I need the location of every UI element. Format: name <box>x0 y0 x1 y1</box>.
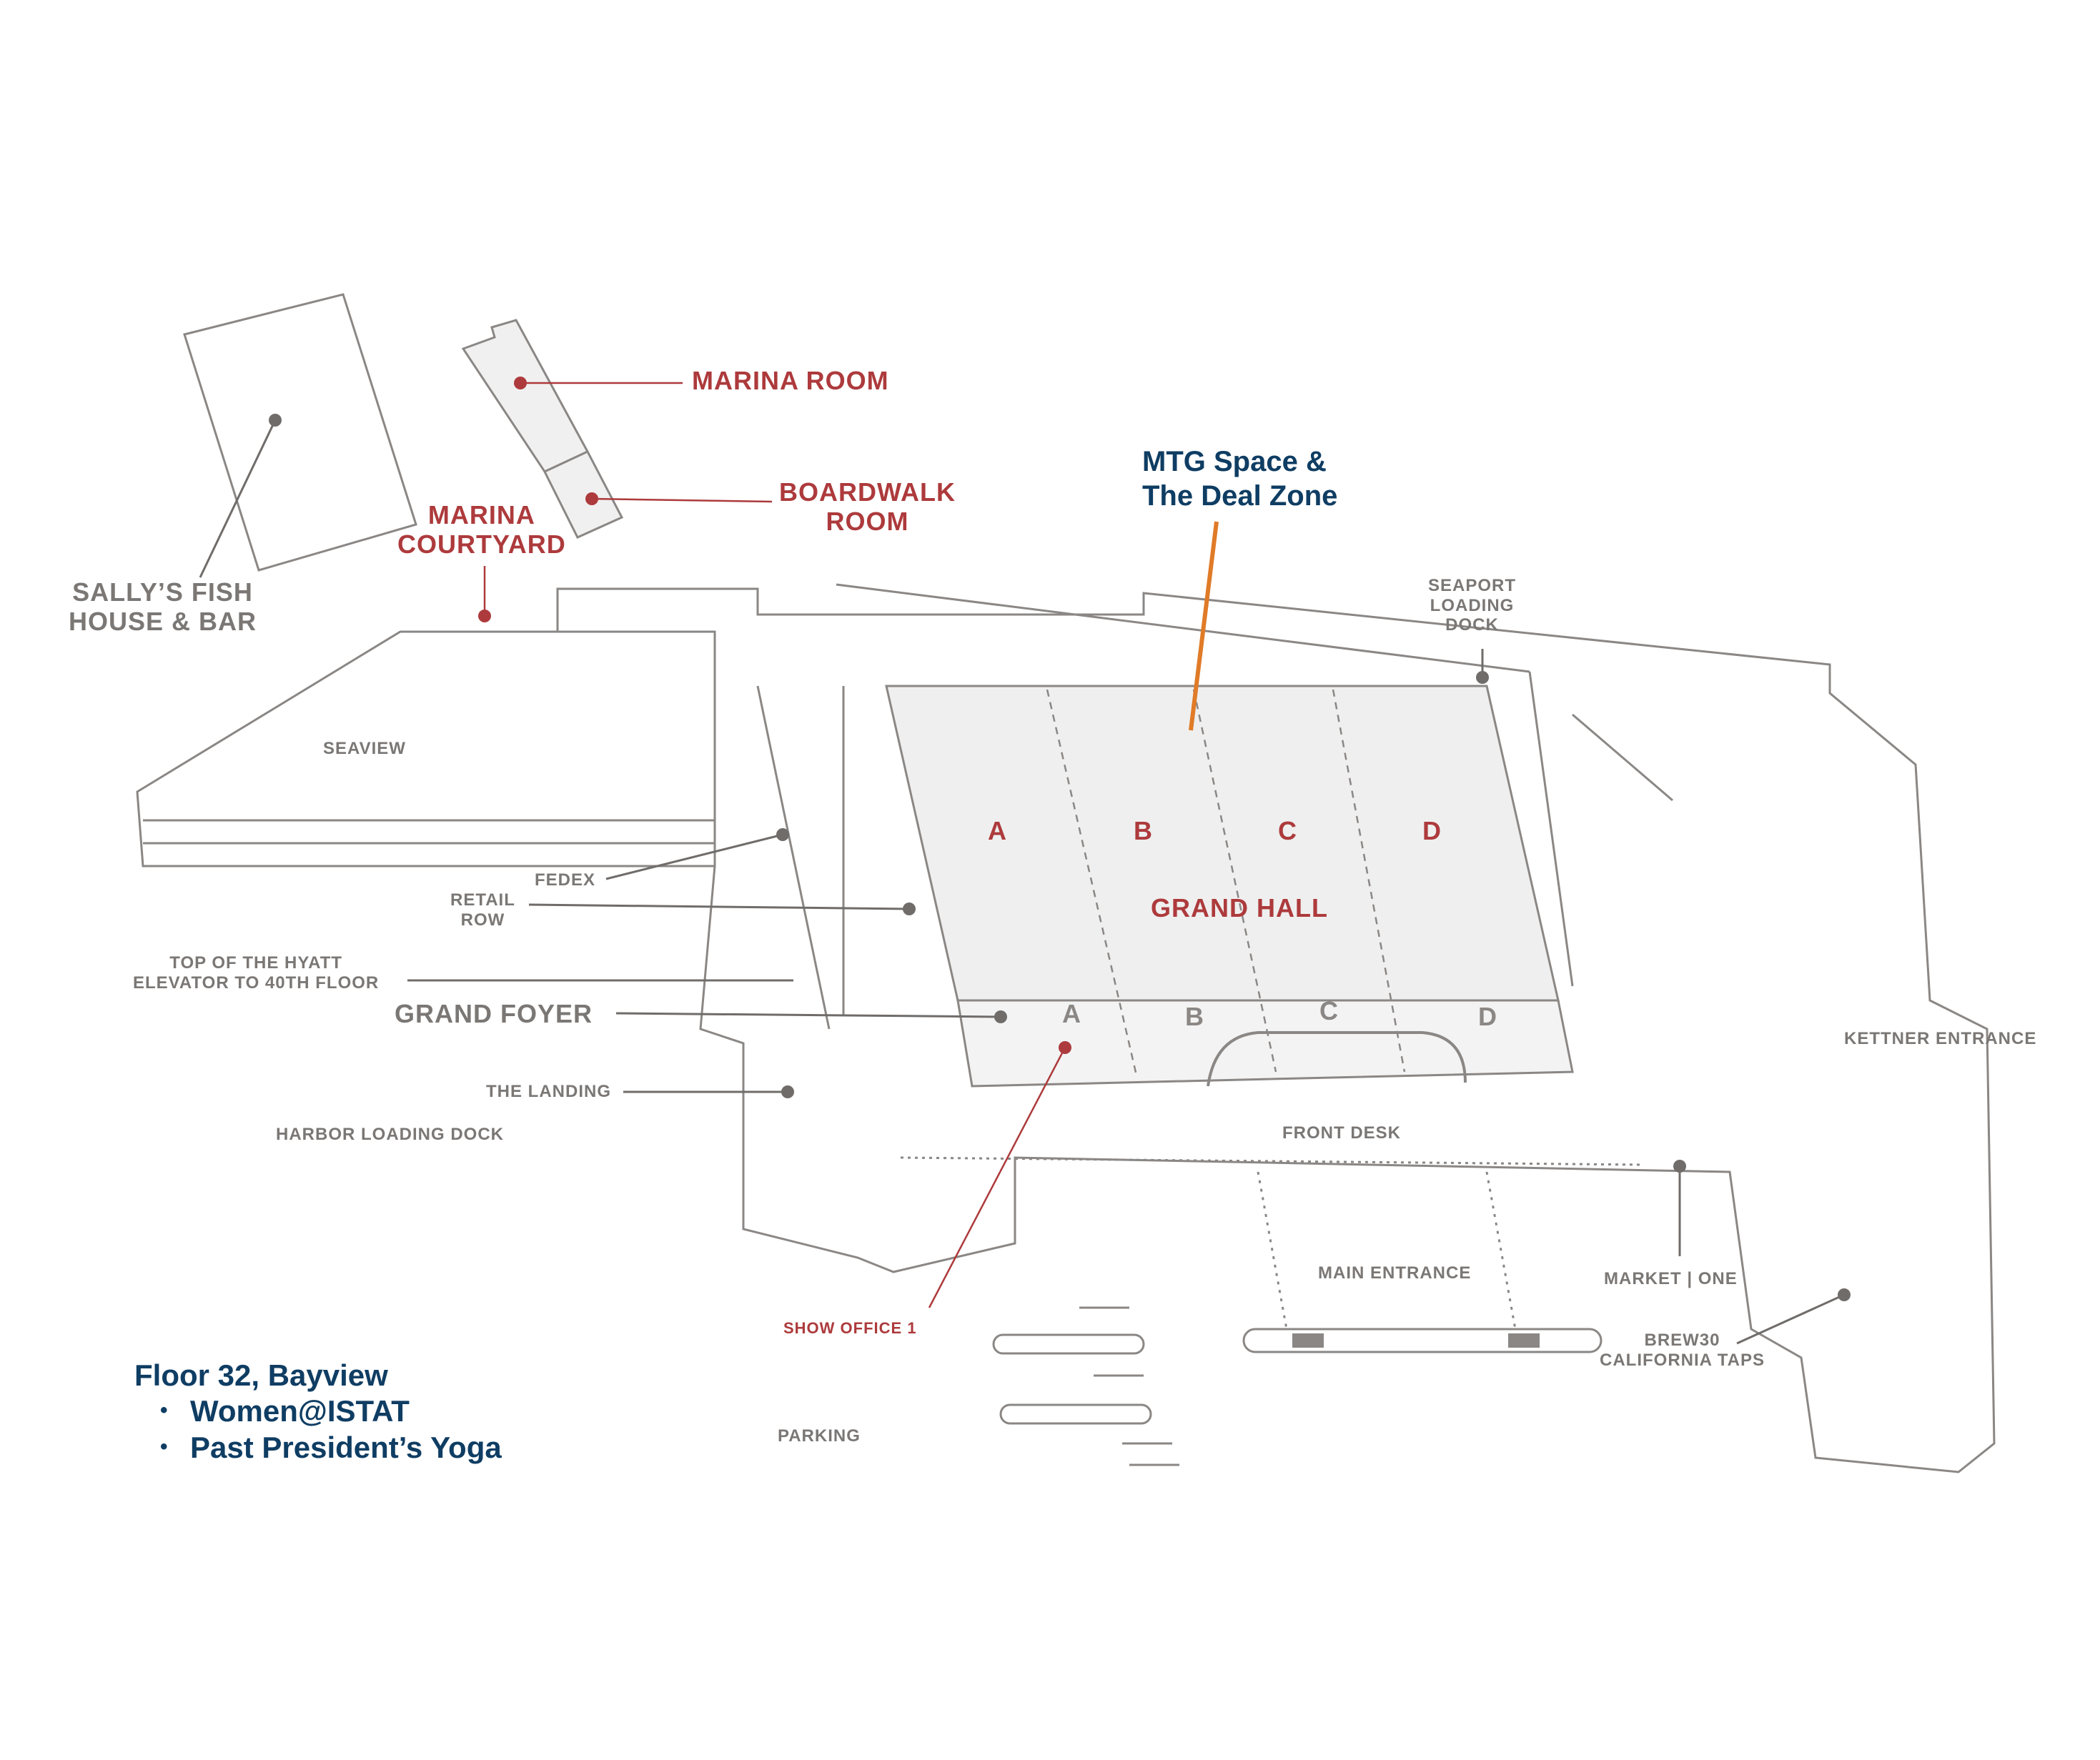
marina-courtyard-label[interactable]: MARINA COURTYARD <box>397 500 566 560</box>
retail-row-label[interactable]: RETAIL ROW <box>450 890 515 930</box>
boardwalk-room-label-line-2: ROOM <box>826 507 909 537</box>
marina-courtyard-label-line-2: COURTYARD <box>397 530 566 560</box>
grand-hall-label[interactable]: GRAND HALL <box>1151 893 1328 923</box>
main-building-outline <box>400 587 1996 1473</box>
sallys-label-line-2: HOUSE & BAR <box>69 607 257 637</box>
marina-courtyard-label-line-1: MARINA <box>427 500 535 530</box>
the-landing-label[interactable]: THE LANDING <box>486 1082 611 1101</box>
grand-foyer-strip <box>956 999 1574 1088</box>
foyer-section-c[interactable]: C <box>1319 996 1338 1025</box>
main-entrance-label[interactable]: MAIN ENTRANCE <box>1318 1263 1472 1283</box>
show-office-label[interactable]: SHOW OFFICE 1 <box>783 1319 917 1337</box>
marina-room-label[interactable]: MARINA ROOM <box>692 366 889 395</box>
callout-line-2: The Deal Zone <box>1142 480 1338 512</box>
retail-row-label-line-1: RETAIL <box>450 890 515 910</box>
sallys-dot <box>269 414 282 427</box>
kettner-entrance-label[interactable]: KETTNER ENTRANCE <box>1844 1029 2037 1048</box>
top-of-hyatt-label[interactable]: TOP OF THE HYATT ELEVATOR TO 40TH FLOOR <box>133 953 379 993</box>
notes-item: Women@ISTAT <box>160 1393 502 1429</box>
market-one-dot <box>1673 1160 1686 1173</box>
marina-room-shape <box>461 319 590 473</box>
top-of-hyatt-label-line-2: ELEVATOR TO 40TH FLOOR <box>133 973 380 993</box>
boardwalk-room-dot <box>585 492 598 505</box>
retail-row-label-line-2: ROW <box>460 910 505 930</box>
marina-room-dot <box>514 377 527 389</box>
seaport-loading-dock-label[interactable]: SEAPORT LOADING DOCK <box>1428 576 1516 635</box>
retail-row-dot <box>903 903 916 915</box>
foyer-section-d[interactable]: D <box>1478 1002 1497 1031</box>
front-desk-curve <box>1207 1031 1467 1087</box>
foyer-section-b[interactable]: B <box>1185 1002 1204 1031</box>
market-one-label[interactable]: MARKET | ONE <box>1604 1269 1738 1288</box>
foyer-section-a[interactable]: A <box>1062 999 1081 1028</box>
boardwalk-room-label-line-1: BOARDWALK <box>779 477 956 507</box>
seaview-wing <box>136 630 716 867</box>
landing-dot <box>781 1085 794 1098</box>
fedex-label[interactable]: FEDEX <box>535 870 596 890</box>
brew30-dot <box>1838 1288 1851 1301</box>
brew30-label-line-2: CALIFORNIA TAPS <box>1600 1350 1765 1370</box>
grand-hall-shape <box>885 685 1560 1002</box>
brew30-label[interactable]: BREW30 CALIFORNIA TAPS <box>1600 1331 1765 1370</box>
sallys-building-outline <box>183 293 417 572</box>
notes-item: Past President’s Yoga <box>160 1430 502 1466</box>
boardwalk-room-shape <box>543 450 624 539</box>
hall-section-a[interactable]: A <box>988 816 1006 845</box>
seaport-label-line-2: LOADING <box>1430 595 1515 615</box>
show-office-dot <box>1059 1041 1071 1054</box>
grand-foyer-dot <box>994 1010 1007 1023</box>
fedex-dot <box>776 828 789 841</box>
floor-notes: Floor 32, Bayview Women@ISTAT Past Presi… <box>134 1358 502 1466</box>
grand-foyer-label[interactable]: GRAND FOYER <box>395 999 593 1028</box>
deal-zone-callout: MTG Space & The Deal Zone <box>1142 444 1337 513</box>
seaport-dot <box>1476 671 1489 684</box>
seaview-label[interactable]: SEAVIEW <box>323 739 406 758</box>
front-desk-label[interactable]: FRONT DESK <box>1282 1123 1401 1143</box>
hall-section-c[interactable]: C <box>1278 816 1297 845</box>
notes-list: Women@ISTAT Past President’s Yoga <box>134 1393 502 1466</box>
callout-line-1: MTG Space & <box>1142 446 1327 477</box>
parking-label[interactable]: PARKING <box>778 1426 861 1446</box>
boardwalk-room-label[interactable]: BOARDWALK ROOM <box>779 477 956 537</box>
harbor-loading-dock-label[interactable]: HARBOR LOADING DOCK <box>276 1125 504 1144</box>
seaport-label-line-1: SEAPORT <box>1428 576 1517 595</box>
sallys-label-line-1: SALLY’S FISH <box>72 577 253 607</box>
deal-zone-pointer <box>1189 521 1219 731</box>
hall-section-d[interactable]: D <box>1422 816 1441 845</box>
notes-title: Floor 32, Bayview <box>134 1358 388 1392</box>
seaport-label-line-3: DOCK <box>1445 615 1499 635</box>
top-of-hyatt-label-line-1: TOP OF THE HYATT <box>169 953 343 973</box>
marina-courtyard-dot <box>478 610 491 622</box>
brew30-label-line-1: BREW30 <box>1644 1331 1720 1350</box>
sallys-fish-house-label[interactable]: SALLY’S FISH HOUSE & BAR <box>69 577 257 637</box>
hall-section-b[interactable]: B <box>1134 816 1152 845</box>
